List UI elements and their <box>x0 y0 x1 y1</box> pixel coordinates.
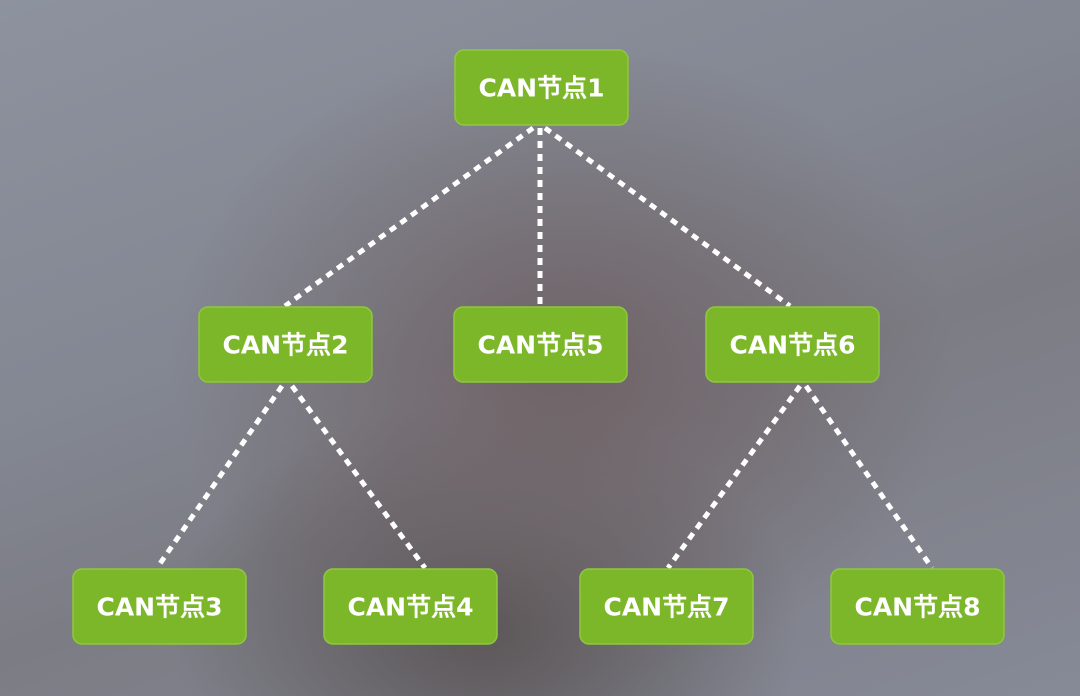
can-node-3[interactable]: CAN节点3 <box>72 568 247 645</box>
can-node-8-box <box>830 568 1005 645</box>
can-node-2-label: CAN节点2 <box>222 331 348 360</box>
connector-n6-n7 <box>665 384 803 570</box>
can-node-7-label: CAN节点7 <box>603 593 729 622</box>
connector-n6-n8 <box>803 384 935 570</box>
connector-lines <box>154 125 935 570</box>
can-node-1-label: CAN节点1 <box>478 74 604 103</box>
connector-n2-n3 <box>154 384 285 570</box>
can-node-2[interactable]: CAN节点2 <box>198 306 373 383</box>
can-node-6-label: CAN节点6 <box>729 331 855 360</box>
can-node-6[interactable]: CAN节点6 <box>705 306 880 383</box>
nodes: CAN节点1 CAN节点2 CAN节点5 CAN节点6 CAN节点3 CAN节点… <box>72 49 1005 645</box>
can-node-1[interactable]: CAN节点1 <box>454 49 629 126</box>
can-node-3-label: CAN节点3 <box>96 593 222 622</box>
connector-n1-n6 <box>543 125 792 309</box>
can-node-5-label: CAN节点5 <box>477 331 603 360</box>
can-node-8-label: CAN节点8 <box>854 593 980 622</box>
can-node-6-box <box>705 306 880 383</box>
connector-n1-n2 <box>283 125 535 309</box>
can-node-7-box <box>579 568 754 645</box>
can-node-8[interactable]: CAN节点8 <box>830 568 1005 645</box>
can-node-5-box <box>453 306 628 383</box>
can-node-1-box <box>454 49 629 126</box>
can-node-7[interactable]: CAN节点7 <box>579 568 754 645</box>
can-node-4[interactable]: CAN节点4 <box>323 568 498 645</box>
can-node-4-box <box>323 568 498 645</box>
connector-n2-n4 <box>289 384 428 570</box>
can-node-3-box <box>72 568 247 645</box>
can-node-2-box <box>198 306 373 383</box>
can-node-4-label: CAN节点4 <box>347 593 473 622</box>
can-node-5[interactable]: CAN节点5 <box>453 306 628 383</box>
